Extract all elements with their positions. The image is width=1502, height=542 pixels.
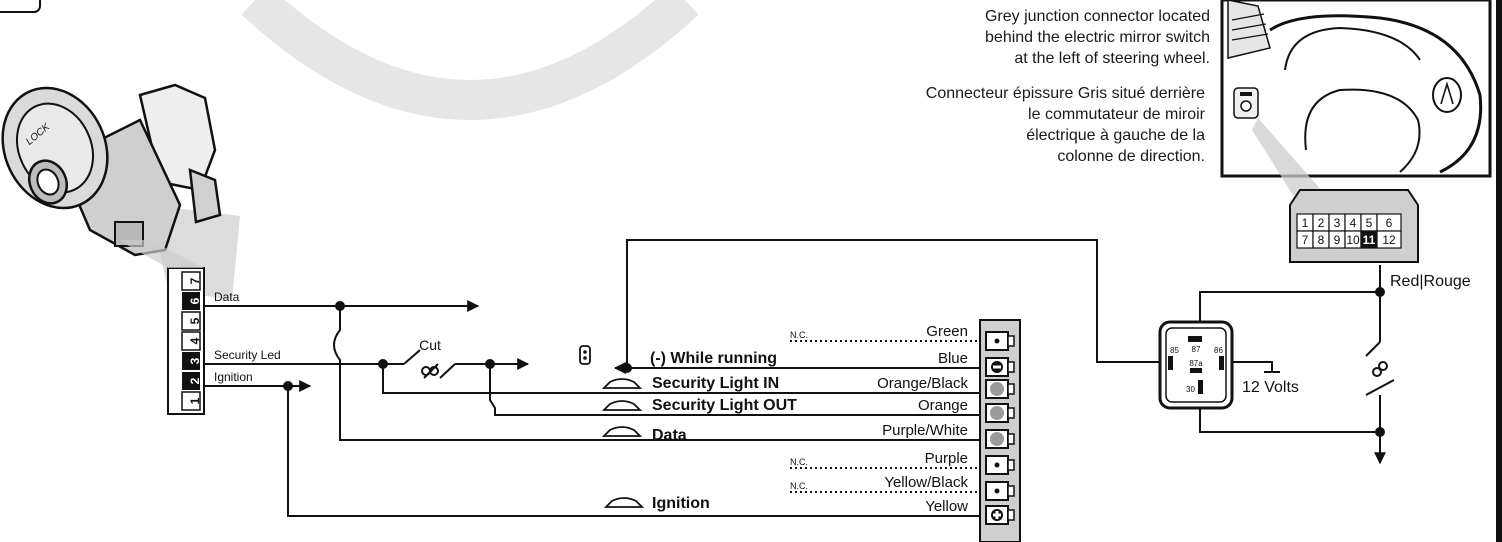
- relay-pin-30: 30: [1186, 385, 1195, 394]
- wire-color-purple-white: Purple/White: [882, 422, 968, 439]
- page-edge: [1496, 0, 1502, 542]
- function-security-light-in: Security Light IN: [652, 375, 779, 392]
- nc-leads: [790, 340, 980, 493]
- key-fob-icon: [579, 345, 591, 365]
- junction-callout: [1252, 118, 1330, 200]
- function-security-light-out: Security Light OUT: [652, 397, 797, 414]
- corner-tab: [0, 0, 41, 13]
- car-icon-security-light-in: [601, 378, 643, 389]
- car-icon-ignition: [603, 497, 645, 508]
- ign-pin-5: 5: [188, 317, 202, 324]
- relay-pin-87a: 87a: [1189, 359, 1203, 368]
- ign-pin-2: 2: [188, 377, 202, 384]
- junction-dots: [283, 287, 1385, 437]
- wires: [204, 239, 1386, 517]
- function-data: Data: [652, 427, 687, 444]
- junction-connector: 1 2 3 4 5 6 7 8 9 10 11 12: [1289, 189, 1419, 263]
- wire-color-green: Green: [926, 323, 968, 340]
- nc-label-yellow-black: N.C.: [790, 481, 808, 491]
- car-icon-security-light-out: [601, 400, 643, 411]
- ign-pin-4: 4: [188, 337, 202, 344]
- jc-pin-7: 7: [1302, 233, 1309, 247]
- wire-color-purple: Purple: [925, 450, 968, 467]
- relay-pin-86: 86: [1214, 346, 1223, 355]
- jc-pin-8: 8: [1318, 233, 1325, 247]
- ignition-switch-illustration: LOCK: [1, 83, 240, 300]
- jc-pin-11: 11: [1363, 233, 1376, 247]
- junction-wire-label: Red|Rouge: [1390, 273, 1471, 290]
- dashboard-illustration: [1220, 0, 1492, 178]
- jc-pin-3: 3: [1334, 216, 1341, 230]
- data-wire-label: Data: [214, 290, 240, 304]
- note-en-line-1: Grey junction connector located: [984, 8, 1210, 25]
- jc-pin-4: 4: [1350, 216, 1357, 230]
- security-led-wire-label: Security Led: [214, 348, 281, 362]
- note-fr-line-3: électrique à gauche de la: [1026, 127, 1205, 144]
- junction-location-note-english: Grey junction connector located behind t…: [780, 6, 1210, 69]
- ign-pin-7: 7: [188, 277, 202, 284]
- jc-pin-5: 5: [1366, 216, 1373, 230]
- wire-color-blue: Blue: [938, 350, 968, 367]
- ign-pin-3: 3: [188, 357, 202, 364]
- jc-pin-2: 2: [1318, 216, 1325, 230]
- watermark-arc: [241, 0, 699, 120]
- note-fr-line-4: colonne de direction.: [1057, 148, 1205, 165]
- relay-pin-85: 85: [1170, 346, 1179, 355]
- ignition-wire-label: Ignition: [214, 370, 253, 384]
- car-icon-data: [601, 426, 643, 437]
- junction-location-note-french: Connecteur épissure Gris situé derrière …: [780, 83, 1205, 167]
- nc-label-purple: N.C.: [790, 457, 808, 467]
- jc-pin-1: 1: [1302, 216, 1309, 230]
- relay-pin-87: 87: [1192, 345, 1201, 354]
- ign-pin-6: 6: [188, 297, 202, 304]
- wire-color-yellow-black: Yellow/Black: [884, 474, 968, 491]
- jc-pin-9: 9: [1334, 233, 1341, 247]
- jc-pin-12: 12: [1382, 233, 1396, 247]
- ignition-switch-connector: 7 6 5 4 3 2 1: [167, 267, 205, 415]
- note-fr-line-1: Connecteur épissure Gris situé derrière: [925, 85, 1205, 102]
- right-cut-symbol: [1365, 341, 1395, 396]
- ign-pin-1: 1: [188, 397, 202, 404]
- cut-symbol: [403, 349, 456, 379]
- function-ignition: Ignition: [652, 495, 710, 512]
- jc-pin-10: 10: [1346, 233, 1360, 247]
- module-connector: [979, 319, 1021, 542]
- function-while-running: (-) While running: [650, 350, 777, 367]
- note-en-line-3: at the left of steering wheel.: [1014, 50, 1210, 67]
- switch-callout: [118, 240, 204, 268]
- wire-color-orange-black: Orange/Black: [877, 375, 968, 392]
- jc-pin-6: 6: [1386, 216, 1393, 230]
- cut-label: Cut: [419, 337, 441, 353]
- wire-color-orange: Orange: [918, 397, 968, 414]
- relay: 85 87 86 87a 30: [1158, 320, 1234, 410]
- note-en-line-2: behind the electric mirror switch: [985, 29, 1210, 46]
- note-fr-line-2: le commutateur de miroir: [1028, 106, 1205, 123]
- wire-color-yellow: Yellow: [925, 498, 968, 515]
- relay-supply-label: 12 Volts: [1242, 379, 1299, 396]
- nc-label-green: N.C.: [790, 330, 808, 340]
